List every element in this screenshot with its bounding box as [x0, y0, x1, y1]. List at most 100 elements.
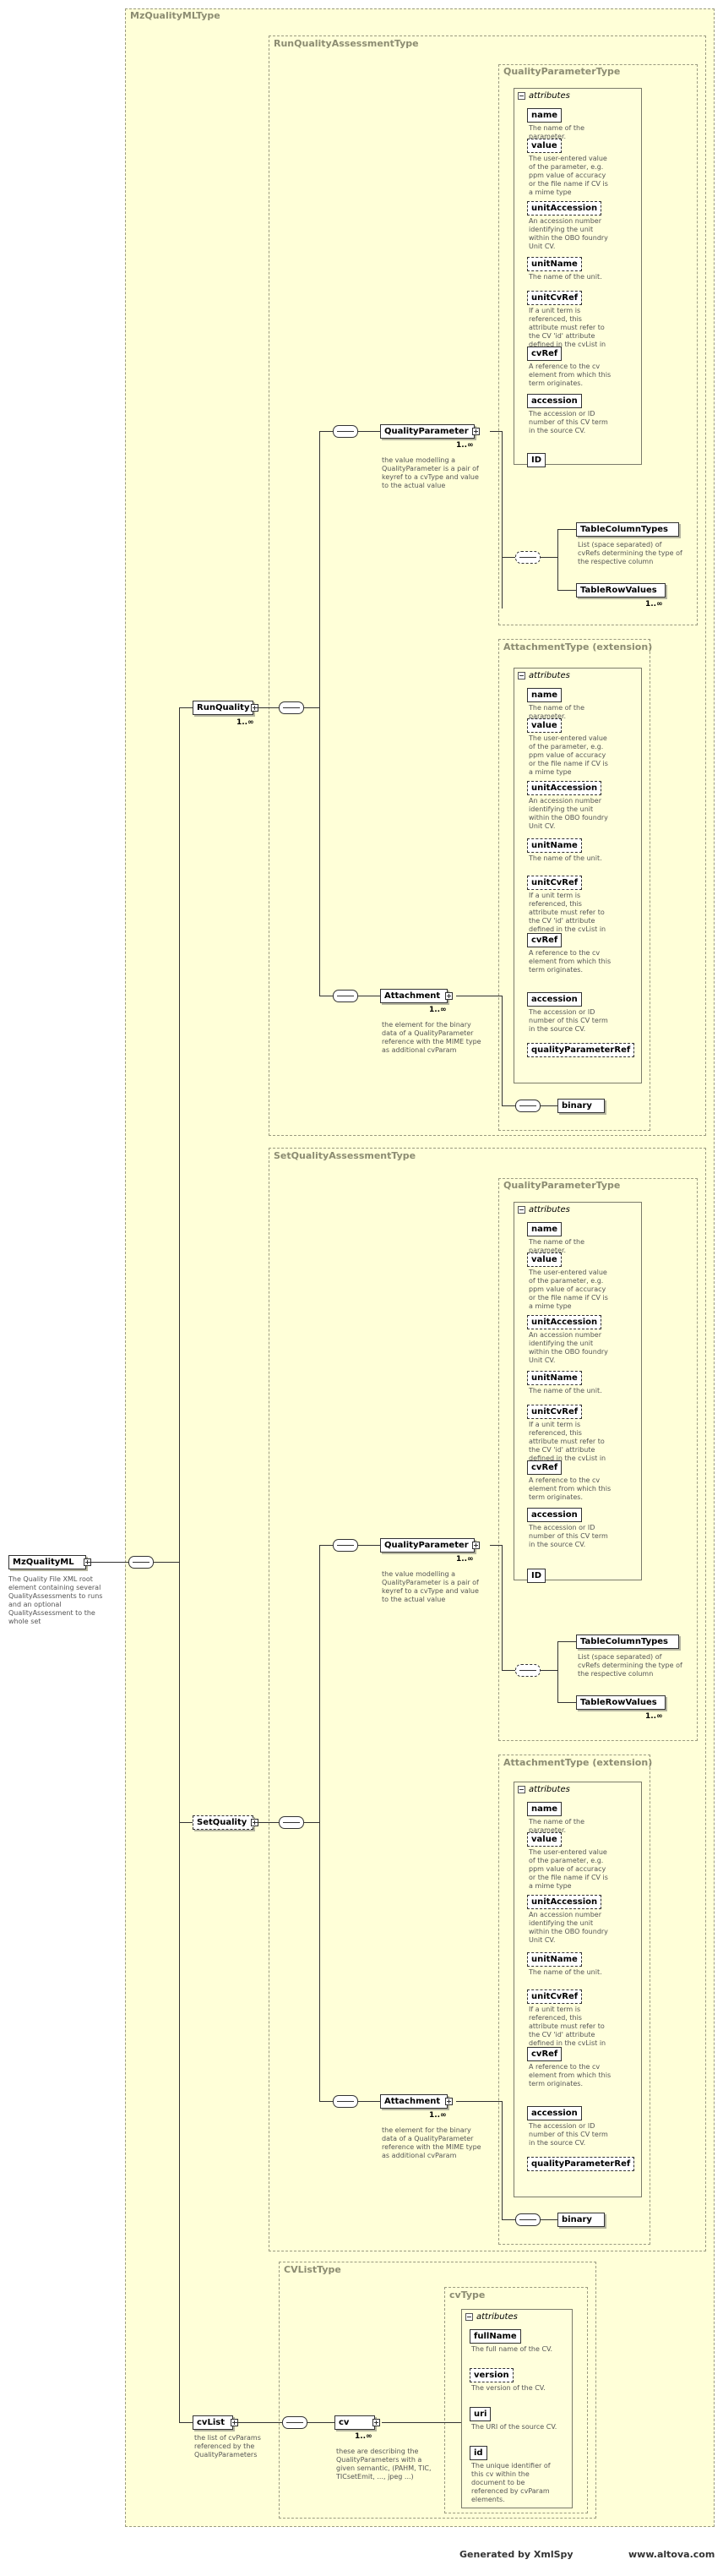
- run-att-type-title: AttachmentType (extension): [503, 641, 653, 652]
- connector-line: [307, 2422, 334, 2423]
- cvlist-element[interactable]: cvList: [193, 2415, 238, 2430]
- run-binary-element[interactable]: binary: [557, 1099, 605, 1113]
- set-binary-sequence[interactable]: [515, 2213, 541, 2226]
- attribute-id[interactable]: ID: [527, 1569, 546, 1583]
- attribute-id[interactable]: id: [470, 2446, 487, 2460]
- attribute-value-desc: The user-entered value of the parameter,…: [529, 155, 608, 196]
- set-qp-sequence-compositor[interactable]: [333, 1539, 358, 1552]
- attribute-value[interactable]: value: [527, 718, 562, 733]
- attribute-value[interactable]: value: [527, 1253, 562, 1267]
- attribute-unitcvref[interactable]: unitCvRef: [527, 876, 583, 890]
- run-att-sequence-compositor[interactable]: [333, 990, 358, 1002]
- attribute-cvref[interactable]: cvRef: [527, 1460, 563, 1475]
- connector-line: [557, 1702, 576, 1703]
- expand-icon[interactable]: [445, 2098, 453, 2105]
- attribute-qualityparameterref[interactable]: qualityParameterRef: [527, 2157, 635, 2171]
- set-binary-element[interactable]: binary: [557, 2213, 605, 2227]
- run-table-row-values[interactable]: TableRowValues: [576, 583, 666, 598]
- attribute-accession[interactable]: accession: [527, 2106, 582, 2120]
- attribute-name[interactable]: name: [527, 688, 563, 702]
- run-qa-choice-compositor[interactable]: [279, 701, 304, 714]
- attribute-unitname[interactable]: unitName: [527, 1952, 582, 1967]
- attribute-qualityparameterref[interactable]: qualityParameterRef: [527, 1043, 635, 1057]
- connector-line: [179, 707, 180, 2423]
- connector-line: [358, 1545, 380, 1546]
- attribute-unitaccession[interactable]: unitAccession: [527, 781, 602, 795]
- attribute-name[interactable]: name: [527, 108, 563, 123]
- connector-line: [179, 707, 193, 708]
- attribute-value-desc: The user-entered value of the parameter,…: [529, 1269, 608, 1310]
- attribute-accession-desc: The accession or ID number of this CV te…: [529, 1008, 608, 1033]
- sequence-icon: [337, 431, 354, 432]
- set-qp-table-sequence[interactable]: [515, 1664, 541, 1677]
- set-qp-type-title: QualityParameterType: [503, 1180, 621, 1191]
- attribute-value[interactable]: value: [527, 1832, 562, 1847]
- footer-altova-link[interactable]: www.altova.com: [628, 2549, 715, 2560]
- attribute-unitaccession[interactable]: unitAccession: [527, 1315, 602, 1329]
- collapse-icon[interactable]: [518, 1786, 525, 1793]
- attribute-value[interactable]: value: [527, 139, 562, 153]
- attribute-cvref[interactable]: cvRef: [527, 347, 563, 361]
- set-table-row-values[interactable]: TableRowValues: [576, 1695, 666, 1710]
- attribute-unitname[interactable]: unitName: [527, 1371, 582, 1385]
- set-att-element[interactable]: Attachment: [380, 2094, 453, 2109]
- cvlist-sequence-compositor[interactable]: [282, 2416, 307, 2429]
- run-qp-label: QualityParameter: [384, 427, 469, 436]
- connector-line: [179, 1822, 193, 1823]
- connector-line: [358, 2101, 380, 2102]
- attribute-accession[interactable]: accession: [527, 1508, 582, 1522]
- run-quality-element[interactable]: RunQuality: [193, 701, 258, 715]
- attribute-unitcvref[interactable]: unitCvRef: [527, 1989, 583, 2004]
- attribute-unitcvref[interactable]: unitCvRef: [527, 291, 583, 305]
- run-table-column-types[interactable]: TableColumnTypes: [576, 522, 679, 537]
- attribute-id[interactable]: ID: [527, 453, 546, 467]
- set-quality-element[interactable]: SetQuality: [193, 1815, 258, 1830]
- attribute-accession[interactable]: accession: [527, 394, 582, 408]
- set-qa-choice-compositor[interactable]: [279, 1816, 304, 1829]
- attribute-unitaccession[interactable]: unitAccession: [527, 1895, 602, 1909]
- set-table-column-types[interactable]: TableColumnTypes: [576, 1635, 679, 1649]
- connector-line: [502, 2101, 503, 2219]
- attributes-header: attributes: [476, 2312, 518, 2322]
- attribute-name[interactable]: name: [527, 1802, 563, 1816]
- attribute-unitname-desc: The name of the unit.: [529, 1968, 602, 1976]
- attribute-unitaccession[interactable]: unitAccession: [527, 201, 602, 216]
- attribute-unitaccession-desc: An accession number identifying the unit…: [529, 1911, 608, 1944]
- attribute-cvref[interactable]: cvRef: [527, 2047, 563, 2061]
- collapse-icon[interactable]: [465, 2313, 473, 2321]
- connector-line: [179, 2422, 193, 2423]
- expand-icon[interactable]: [472, 428, 480, 435]
- collapse-icon[interactable]: [518, 1206, 525, 1214]
- attribute-uri[interactable]: uri: [470, 2407, 492, 2421]
- expand-icon[interactable]: [445, 992, 453, 1000]
- attribute-unitname[interactable]: unitName: [527, 257, 582, 271]
- attribute-fullname[interactable]: fullName: [470, 2329, 521, 2344]
- attribute-accession[interactable]: accession: [527, 992, 582, 1007]
- expand-icon[interactable]: [372, 2419, 380, 2426]
- connector-line: [490, 431, 502, 432]
- attribute-unitcvref[interactable]: unitCvRef: [527, 1405, 583, 1419]
- attribute-version[interactable]: version: [470, 2368, 514, 2382]
- cvlist-type-title: CVListType: [284, 2264, 341, 2275]
- root-sequence-compositor[interactable]: [128, 1556, 154, 1569]
- run-qp-sequence-compositor[interactable]: [333, 425, 358, 438]
- attribute-cvref[interactable]: cvRef: [527, 933, 563, 947]
- expand-icon[interactable]: [472, 1542, 480, 1549]
- attribute-uri-desc: The URI of the source CV.: [471, 2423, 557, 2431]
- run-att-element[interactable]: Attachment: [380, 989, 453, 1003]
- attribute-unitname[interactable]: unitName: [527, 838, 582, 853]
- set-qp-element[interactable]: QualityParameter: [380, 1538, 480, 1553]
- set-quality-label: SetQuality: [197, 1818, 247, 1827]
- run-qp-element[interactable]: QualityParameter: [380, 424, 480, 439]
- cv-element[interactable]: cv: [334, 2415, 380, 2430]
- run-binary-sequence[interactable]: [515, 1100, 541, 1112]
- run-table-column-types-desc: List (space separated) of cvRefs determi…: [578, 541, 682, 565]
- root-element-mzqualityml[interactable]: MzQualityML: [8, 1555, 91, 1569]
- set-att-type-title: AttachmentType (extension): [503, 1757, 653, 1768]
- attribute-name[interactable]: name: [527, 1222, 563, 1236]
- collapse-icon[interactable]: [518, 672, 525, 679]
- run-qp-table-sequence[interactable]: [515, 551, 541, 564]
- connector-line: [319, 2101, 333, 2102]
- set-att-sequence-compositor[interactable]: [333, 2095, 358, 2108]
- collapse-icon[interactable]: [518, 92, 525, 100]
